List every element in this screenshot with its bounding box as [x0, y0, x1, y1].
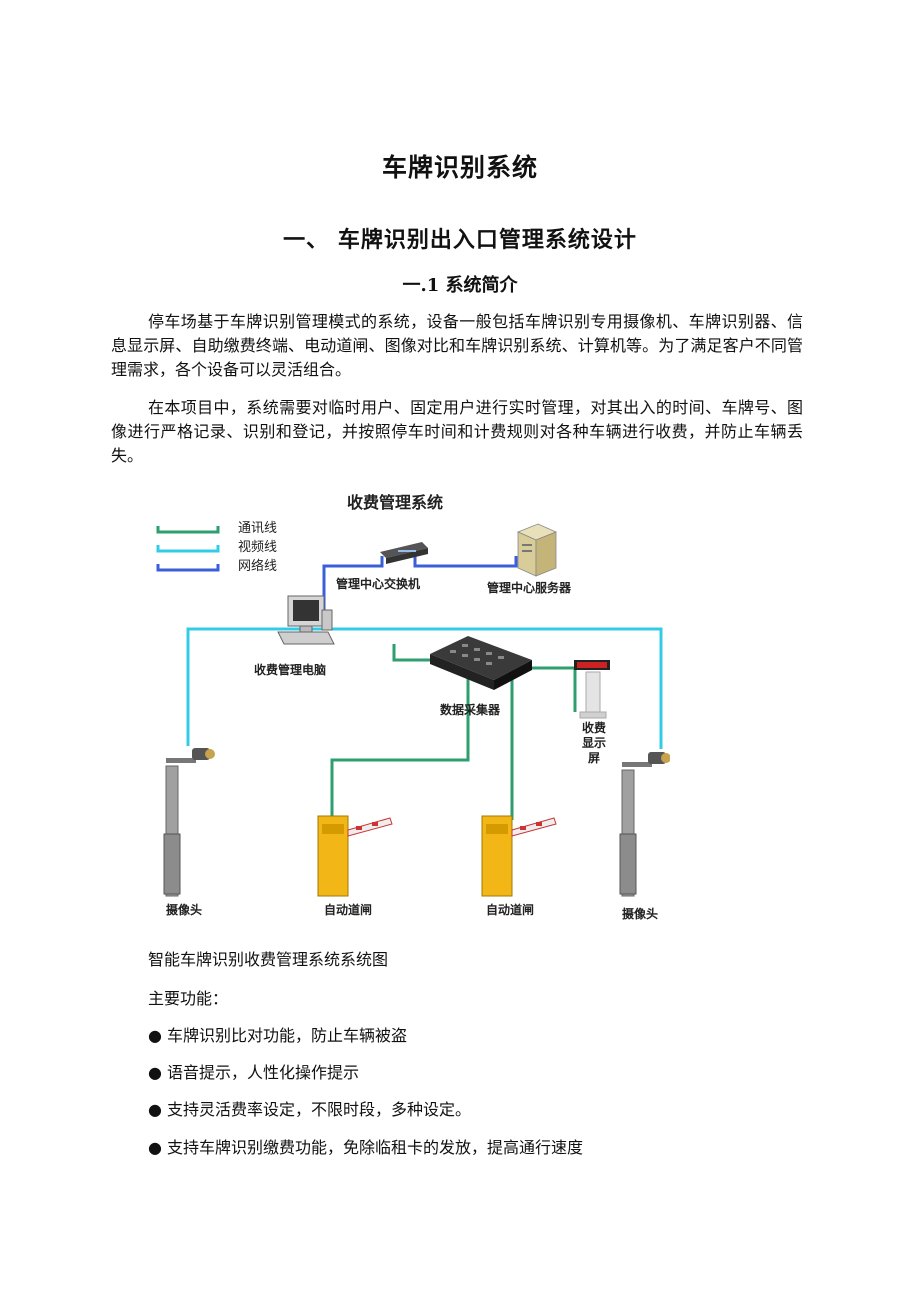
feature-item: ● 支持灵活费率设定，不限时段，多种设定。	[148, 1100, 472, 1119]
camera-right-icon	[619, 752, 670, 897]
legend-video-label: 视频线	[238, 540, 277, 555]
pc-label: 收费管理电脑	[254, 662, 326, 677]
feature-item: ● 车牌识别比对功能，防止车辆被盗	[148, 1026, 408, 1045]
legend-video-line	[156, 545, 220, 553]
intro-paragraph: 停车场基于车牌识别管理模式的系统，设备一般包括车牌识别专用摄像机、车牌识别器、信…	[111, 312, 803, 379]
subsection-heading: 一.1 系统简介	[402, 275, 518, 296]
pc-icon	[277, 595, 335, 645]
gate-right-label: 自动道闸	[486, 902, 534, 917]
legend-comm-line	[156, 526, 220, 534]
camera-left-icon	[163, 748, 215, 897]
camera-right-label: 摄像头	[622, 906, 658, 921]
feature-item: ● 语音提示，人性化操作提示	[148, 1063, 360, 1082]
network-lines	[322, 556, 518, 614]
legend-comm-label: 通讯线	[238, 521, 277, 536]
gate-right-icon	[481, 815, 557, 897]
diagram-title: 收费管理系统	[347, 493, 443, 512]
project-paragraph: 在本项目中，系统需要对临时用户、固定用户进行实时管理，对其出入的时间、车牌号、图…	[111, 398, 803, 465]
display-label-1: 收费	[582, 720, 606, 735]
display-label-2: 显示	[582, 736, 606, 750]
switch-label: 管理中心交换机	[336, 576, 420, 591]
legend-network-label: 网络线	[238, 558, 277, 574]
camera-left-label: 摄像头	[166, 902, 202, 917]
system-diagram: 收费管理系统 通讯线 视频线 网络线	[150, 484, 670, 924]
gate-left-label: 自动道闸	[324, 902, 372, 917]
server-icon	[516, 523, 558, 577]
legend-network-line	[156, 564, 220, 572]
section-heading: 一、 车牌识别出入口管理系统设计	[283, 227, 637, 253]
gate-left-icon	[317, 815, 393, 897]
diagram-svg: 收费管理系统 通讯线 视频线 网络线	[156, 493, 670, 921]
feature-item: ● 支持车牌识别缴费功能，免除临租卡的发放，提高通行速度	[148, 1138, 584, 1157]
display-label-3: 屏	[587, 751, 600, 765]
features-title: 主要功能：	[148, 989, 229, 1008]
switch-icon	[380, 542, 428, 564]
display-icon	[574, 660, 610, 719]
collector-label: 数据采集器	[440, 702, 501, 717]
video-lines	[186, 627, 663, 749]
diagram-caption: 智能车牌识别收费管理系统系统图	[148, 950, 389, 969]
collector-icon	[430, 636, 532, 690]
document-title: 车牌识别系统	[381, 153, 538, 182]
diagram-legend: 通讯线 视频线 网络线	[156, 521, 277, 574]
server-label: 管理中心服务器	[487, 580, 572, 595]
